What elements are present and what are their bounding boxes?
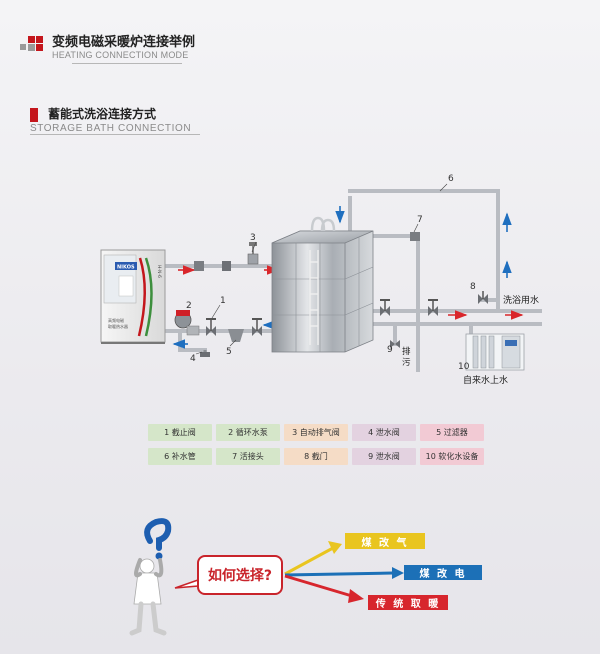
heating-subtitle: HEATING CONNECTION MODE: [52, 50, 189, 60]
how-to-choose-bubble: 如何选择?: [197, 555, 283, 595]
section-header-storage: 蓄能式洗浴连接方式: [48, 107, 156, 121]
storage-underline: [30, 134, 200, 135]
circulation-pump: [174, 310, 200, 336]
section-header-heating: 变频电磁采暖炉连接举例 HEATING CONNECTION MODE: [20, 35, 196, 61]
speech-tail: [174, 578, 199, 589]
bath-water-label: 洗浴用水: [503, 294, 539, 306]
label-8: 8: [470, 282, 476, 292]
electromagnetic-boiler: NIKOS H-N-6 高频电磁 取暖热水器: [100, 249, 166, 344]
storage-water-tank: [271, 216, 374, 353]
gate-valve-8: [478, 291, 488, 304]
drain-label-top: 排: [402, 346, 411, 357]
legend-item: 9 泄水阀: [352, 448, 416, 465]
stop-valve-right-1: [380, 299, 390, 316]
diagram-number-labels: 3 2 1 5 4 6 7 8 9 10: [186, 174, 476, 372]
boiler-caption-2: 取暖热水器: [108, 323, 128, 329]
drain-label-bottom: 污: [402, 357, 411, 368]
heating-underline: [72, 63, 182, 64]
water-softener-equipment: [465, 333, 525, 371]
option-coal-to-gas: 煤 改 气: [345, 533, 425, 549]
stop-valve-right-2: [428, 299, 438, 316]
label-7: 7: [417, 215, 423, 225]
boiler-caption-1: 高频电磁: [108, 317, 124, 323]
storage-title: 蓄能式洗浴连接方式: [48, 107, 157, 121]
heating-title: 变频电磁采暖炉连接举例: [52, 35, 196, 50]
drain-valve-right: [390, 340, 400, 348]
legend-item: 8 截门: [284, 448, 348, 465]
stop-valve-left-2: [252, 318, 262, 336]
legend-item: 1 截止阀: [148, 424, 212, 441]
fitting-union-top: [194, 261, 231, 271]
legend-item: 5 过滤器: [420, 424, 484, 441]
legend-item: 3 自动排气阀: [284, 424, 348, 441]
boiler-brand: NIKOS: [117, 265, 135, 271]
legend-item: 2 循环水泵: [216, 424, 280, 441]
filter: [228, 329, 244, 342]
header-square-icon: [20, 36, 46, 54]
flow-arrows: [172, 206, 524, 349]
legend-item: 4 泄水阀: [352, 424, 416, 441]
drain-valve-left: [200, 350, 210, 357]
boiler-model: H-N-6: [156, 265, 162, 278]
storage-bar-icon: [30, 108, 38, 122]
tap-water-label: 自来水上水: [463, 374, 508, 386]
union-joint-right: [410, 232, 420, 241]
label-3: 3: [250, 233, 256, 243]
option-traditional-heating: 传 统 取 暖: [368, 595, 448, 610]
storage-subtitle-wrap: STORAGE BATH CONNECTION: [30, 123, 191, 134]
choice-arrows: [284, 541, 404, 603]
label-2: 2: [186, 301, 192, 311]
storage-subtitle: STORAGE BATH CONNECTION: [30, 123, 192, 134]
auto-air-vent-valve: [247, 242, 259, 265]
option-coal-to-electric: 煤 改 电: [404, 565, 482, 580]
stop-valve-left: [206, 318, 216, 336]
legend-item: 6 补水管: [148, 448, 212, 465]
label-6: 6: [448, 174, 454, 184]
label-4: 4: [190, 354, 196, 364]
label-5: 5: [226, 347, 232, 357]
legend-item: 7 活接头: [216, 448, 280, 465]
label-9: 9: [387, 345, 393, 355]
label-1: 1: [220, 296, 226, 306]
legend-item: 10 软化水设备: [420, 448, 484, 465]
thinking-figure: [129, 518, 172, 636]
label-10: 10: [458, 362, 470, 372]
